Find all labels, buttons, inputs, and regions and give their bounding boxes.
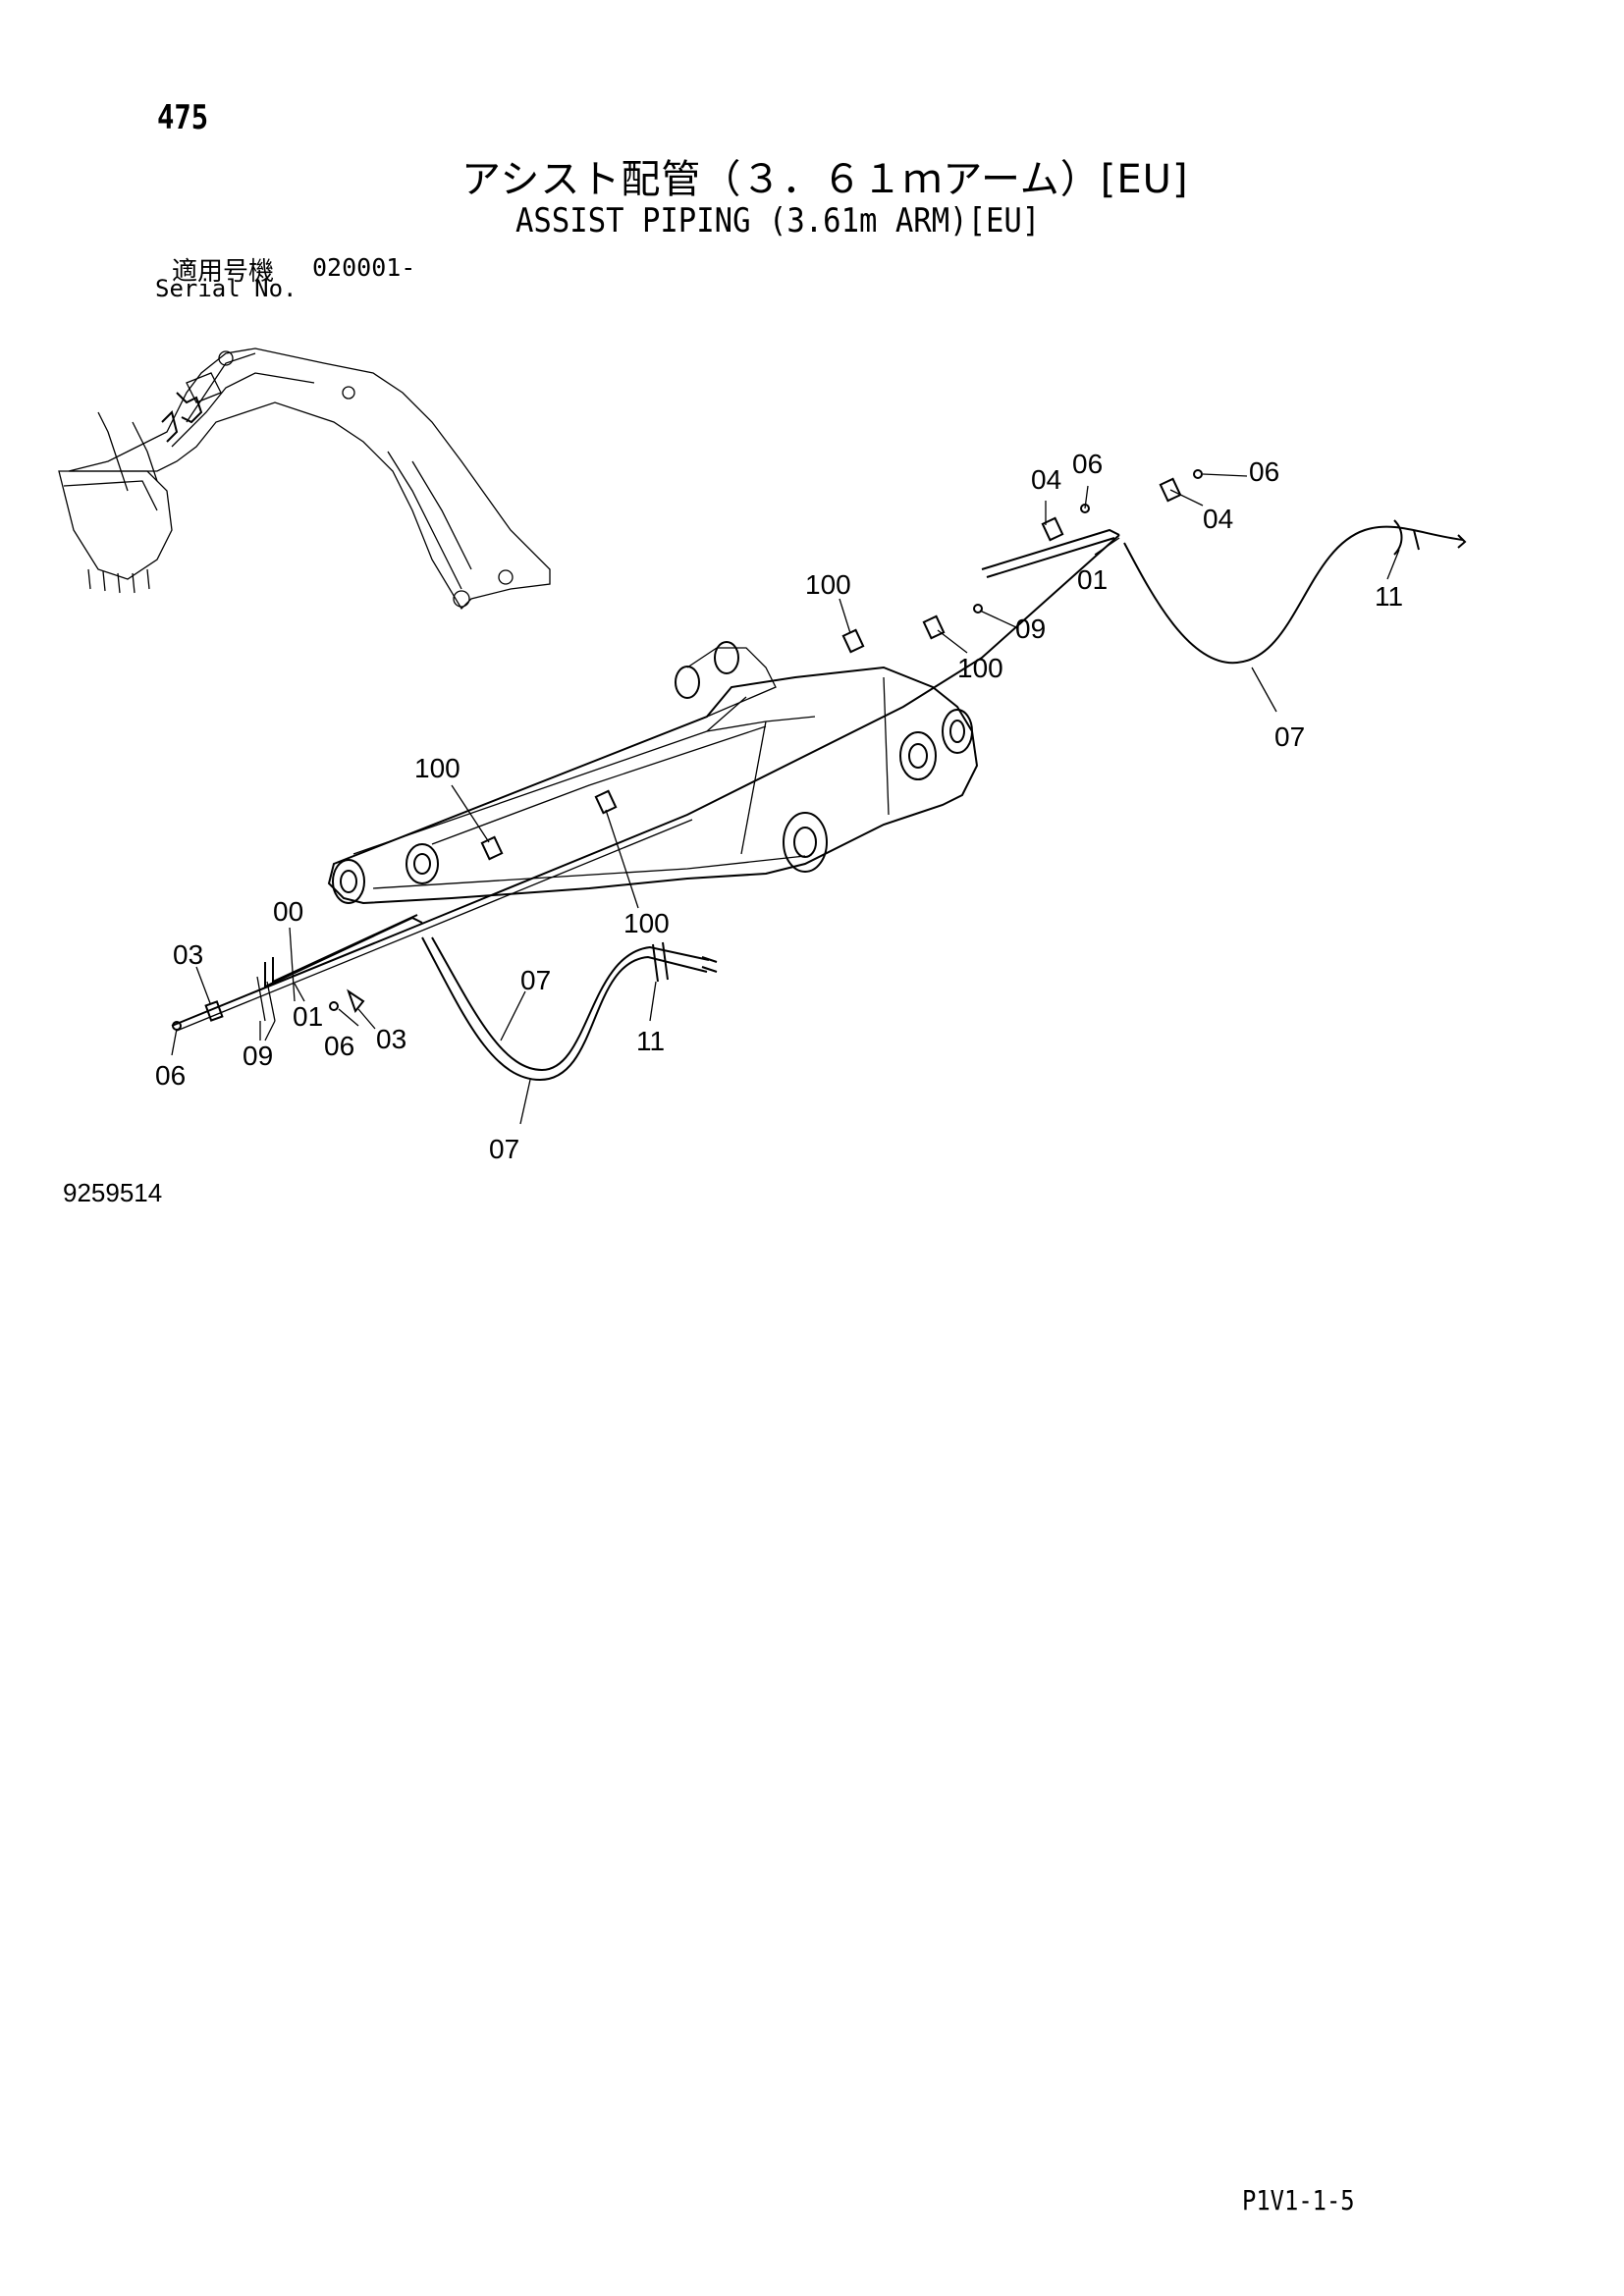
callout-01-left: 01 (293, 1001, 323, 1032)
hose-upper (1123, 519, 1467, 665)
arm-body (327, 641, 979, 905)
callout-06-right: 06 (1249, 456, 1279, 487)
figure-code: 9259514 (63, 1178, 163, 1207)
callout-11-right: 11 (1375, 581, 1403, 612)
callout-100-mid: 100 (623, 908, 670, 938)
callout-00: 00 (273, 896, 303, 927)
page-number: 475 (157, 98, 209, 137)
callout-03-left: 03 (173, 939, 203, 970)
pipe-line (171, 528, 1120, 1032)
callout-07-mid: 07 (520, 965, 551, 995)
callout-100-left: 100 (414, 753, 460, 783)
callout-09-right: 09 (1015, 614, 1046, 644)
leader-lines (171, 473, 1400, 1125)
callout-labels: 04 06 06 04 01 11 100 09 100 07 100 100 … (155, 449, 1403, 1164)
serial-label-english: Serial No. (155, 275, 298, 302)
callout-07-bottom: 07 (489, 1134, 519, 1164)
callout-06-left: 06 (324, 1031, 354, 1061)
callout-03-lower: 03 (376, 1024, 406, 1054)
serial-range: 020001- (312, 253, 416, 282)
page-reference: P1V1-1-5 (1242, 2184, 1355, 2216)
callout-06-bottom: 06 (155, 1060, 186, 1091)
callout-06-top: 06 (1072, 449, 1103, 479)
callout-11-left: 11 (636, 1026, 665, 1056)
serial-label-japanese: 適用号機 (172, 257, 275, 287)
title-english: ASSIST PIPING (3.61m ARM)[EU] (515, 201, 1041, 240)
clamps (480, 469, 1203, 861)
title-japanese: アシスト配管（３．６１ｍアーム）[EU] (461, 157, 1189, 202)
callout-100-top: 100 (805, 569, 851, 600)
callout-100-right: 100 (957, 653, 1003, 683)
callout-04-top: 04 (1031, 464, 1061, 495)
thumbnail-excavator (58, 347, 551, 611)
pipe-assembly-left (172, 914, 423, 1031)
callout-09-left: 09 (243, 1041, 273, 1071)
callout-01-right: 01 (1077, 564, 1108, 595)
hose-lower (421, 936, 718, 1082)
callout-04-right: 04 (1203, 504, 1233, 534)
callout-07-right: 07 (1274, 721, 1305, 752)
